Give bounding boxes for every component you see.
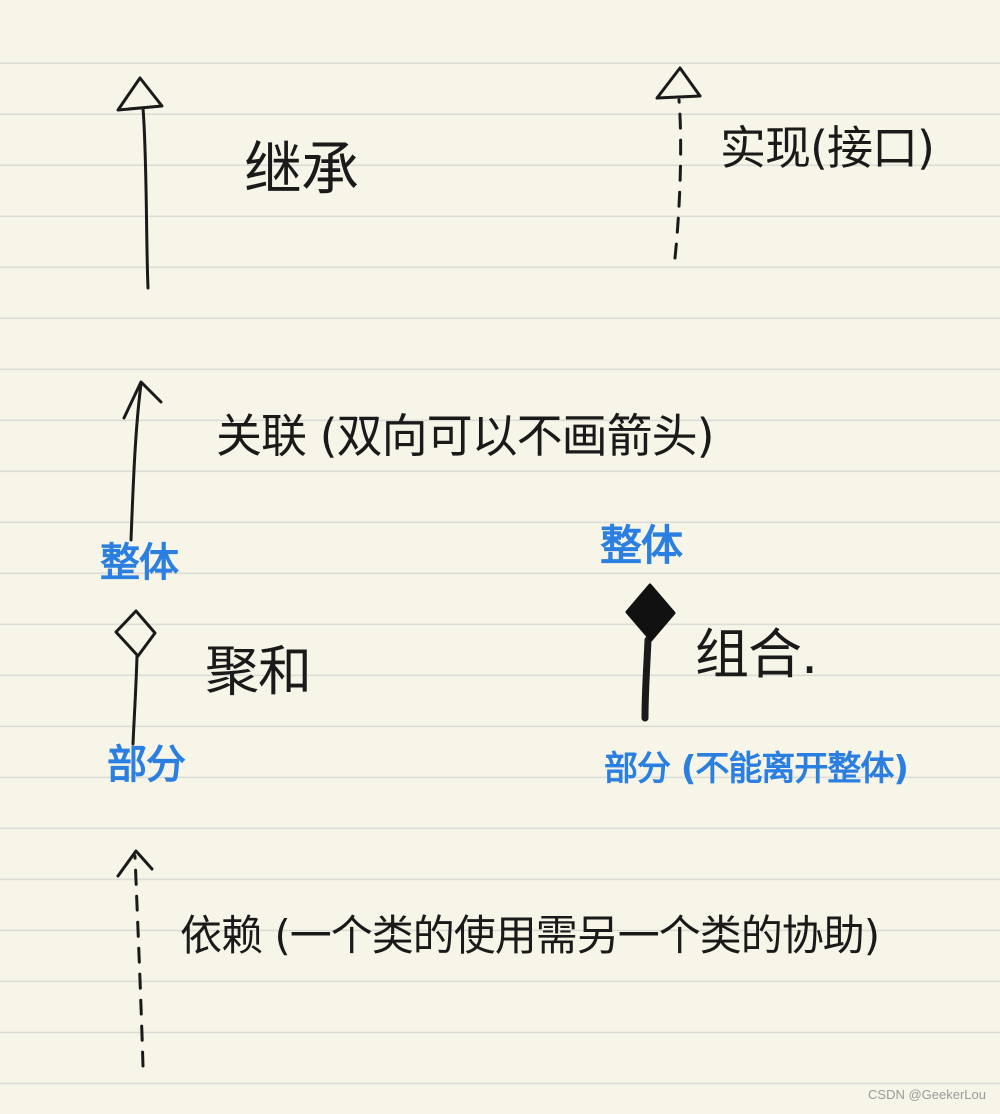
aggregation-diamond-icon [114,609,157,658]
inheritance-label: 继承 [244,135,359,203]
association-label: 关联 (双向可以不画箭头) [216,409,715,463]
composition-label: 组合. [695,623,818,686]
realization-label: 实现(接口) [720,121,935,175]
dependency-arrowhead-icon [116,849,154,878]
inheritance-line [141,106,150,290]
part-left-label: 部分 [107,742,186,788]
realization-triangle-icon [655,66,702,100]
dependency-label: 依赖 (一个类的使用需另一个类的协助) [180,911,880,960]
composition-line [641,636,652,722]
part-right-label: 部分 (不能离开整体) [604,749,909,789]
whole-left-label: 整体 [100,540,179,586]
dependency-line [133,854,145,1068]
association-line [129,382,143,542]
aggregation-line [131,654,139,746]
aggregation-label: 聚和 [205,640,312,703]
realization-line [673,98,683,260]
composition-diamond-icon [625,583,676,642]
inheritance-triangle-icon [116,76,164,112]
association-arrowhead-icon [122,380,163,420]
whole-right-label: 整体 [600,521,683,570]
csdn-watermark: CSDN @GeekerLou [868,1087,986,1102]
